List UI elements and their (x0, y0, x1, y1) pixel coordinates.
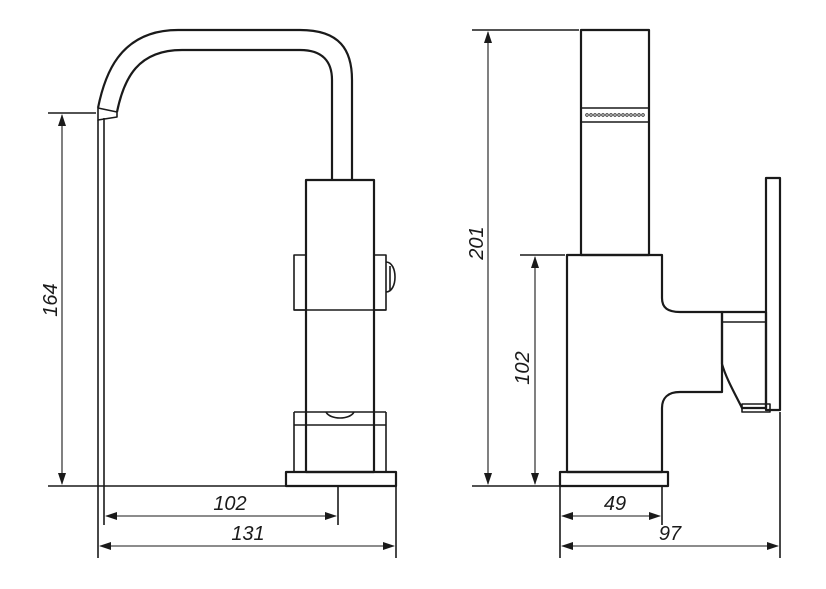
aerator-dot (597, 113, 601, 117)
aerator-dot (629, 113, 633, 117)
dim-label-total-depth: 97 (659, 523, 682, 545)
spout-inner (115, 48, 334, 180)
aerator-dot (589, 113, 593, 117)
knob (385, 261, 396, 293)
dim-label-body-height: 102 (512, 351, 534, 384)
aerator-dot (621, 113, 625, 117)
spout-tip (97, 107, 118, 113)
right-lug (373, 254, 387, 311)
side-body (565, 253, 724, 474)
side-lever-tip (741, 403, 771, 413)
side-view: 201 102 49 97 (466, 28, 782, 558)
left-lug (293, 254, 307, 311)
dim-label-reach: 102 (213, 493, 246, 515)
aerator (325, 411, 355, 419)
side-spout-column (579, 28, 651, 257)
aerator-dot (585, 113, 589, 117)
spout-outer (96, 28, 354, 180)
aerator-dot (637, 113, 641, 117)
dim-label-total-height: 201 (466, 226, 488, 260)
front-base (284, 470, 398, 488)
dim-label-width: 131 (231, 523, 264, 545)
aerator-dot (641, 113, 645, 117)
front-view: 164 102 131 (40, 28, 398, 558)
dim-label-height: 164 (40, 283, 62, 316)
aerator-dot (625, 113, 629, 117)
aerator-dot (605, 113, 609, 117)
dim-label-base-depth: 49 (604, 493, 626, 515)
aerator-dot (609, 113, 613, 117)
aerator-dots (585, 113, 645, 117)
aerator-dot (593, 113, 597, 117)
aerator-dot (617, 113, 621, 117)
side-aerator-band (580, 107, 650, 123)
front-body (304, 178, 376, 474)
side-lever-plate (764, 176, 782, 412)
aerator-dot (613, 113, 617, 117)
aerator-dot (633, 113, 637, 117)
spout-nozzle (97, 108, 118, 121)
side-base (558, 470, 670, 488)
aerator-dot (601, 113, 605, 117)
side-lever-block (720, 310, 768, 410)
